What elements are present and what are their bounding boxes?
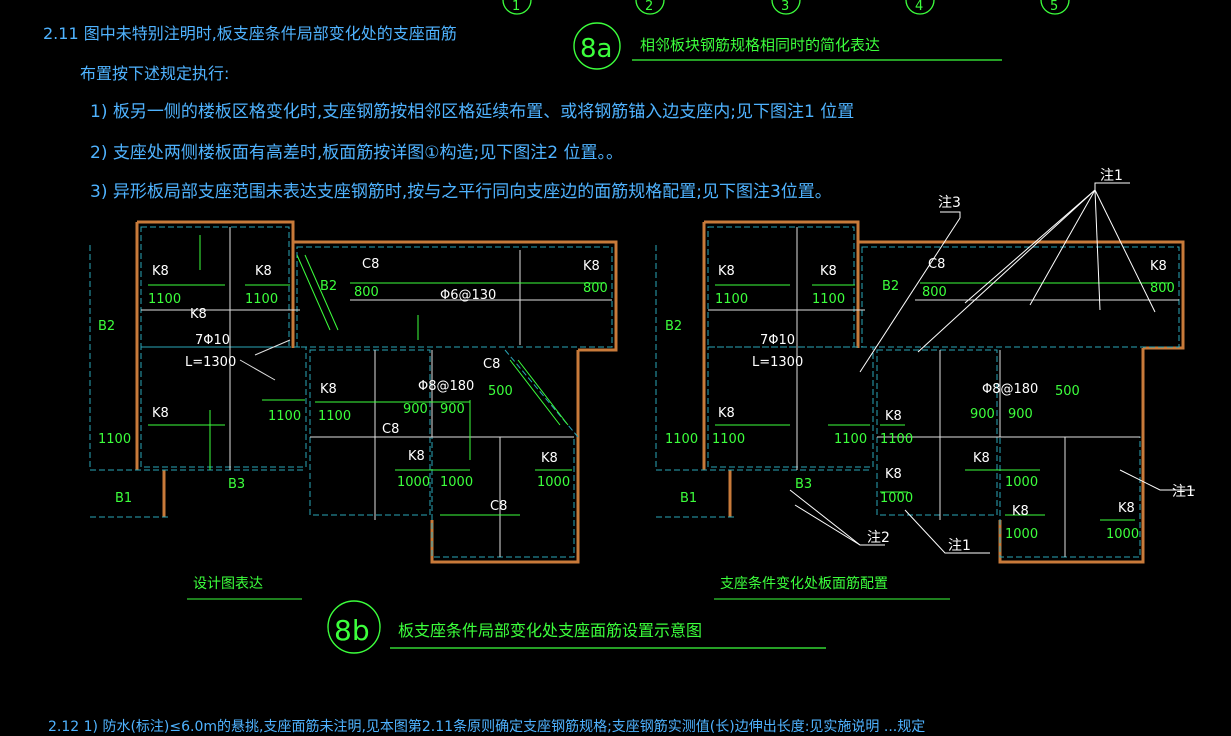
label-k8: K8 (1118, 501, 1135, 516)
label-k8: K8 (718, 406, 735, 421)
label-k8: K8 (583, 259, 600, 274)
label-k8: K8 (152, 406, 169, 421)
label-b2: B2 (320, 279, 337, 294)
label-k8: K8 (408, 449, 425, 464)
right-plan: K8 K8 K8 K8 K8 K8 K8 K8 K8 C8 Φ8@180 7Φ1… (655, 168, 1195, 600)
label-b2: B2 (882, 279, 899, 294)
label-1100: 1100 (268, 409, 301, 424)
label-b1: B1 (680, 491, 697, 506)
label-1000: 1000 (1106, 527, 1139, 542)
label-900: 900 (1008, 407, 1033, 422)
label-900: 900 (403, 402, 428, 417)
detail-caption-8b: 板支座条件局部变化处支座面筋设置示意图 (398, 621, 702, 640)
label-1100: 1100 (880, 432, 913, 447)
axis-label: 5 (1050, 0, 1058, 14)
left-plan: K8 K8 K8 K8 K8 K8 K8 K8 C8 C8 C8 C8 Φ6@1… (89, 220, 618, 600)
label-k8: K8 (718, 264, 735, 279)
note-heading2: 布置按下述规定执行: (80, 64, 230, 83)
note-heading: 2.11 图中未特别注明时,板支座条件局部变化处的支座面筋 (43, 24, 457, 43)
axis-label: 1 (512, 0, 520, 14)
label-k8: K8 (152, 264, 169, 279)
detail-label-8a: 8a (580, 34, 612, 64)
label-1100: 1100 (148, 292, 181, 307)
label-1100: 1100 (712, 432, 745, 447)
right-note-2: 注2 (867, 530, 890, 546)
label-rebar-180: Φ8@180 (982, 382, 1038, 397)
label-k8: K8 (190, 307, 207, 322)
detail-caption-8a: 相邻板块钢筋规格相同时的简化表达 (640, 36, 880, 54)
label-k8: K8 (973, 451, 990, 466)
label-c8: C8 (362, 257, 379, 272)
axis-label: 4 (915, 0, 923, 14)
label-b3: B3 (228, 477, 245, 492)
detail-circle-8a (573, 22, 621, 70)
label-1000: 1000 (537, 475, 570, 490)
note-item-1: 1) 板另一侧的楼板区格变化时,支座钢筋按相邻区格延续布置、或将钢筋锚入边支座内… (90, 102, 855, 122)
axis-label: 2 (645, 0, 653, 14)
label-b3: B3 (795, 477, 812, 492)
label-1100: 1100 (715, 292, 748, 307)
label-k8: K8 (1150, 259, 1167, 274)
right-note-1: 注1 (1172, 484, 1195, 500)
right-note-1: 注1 (948, 538, 971, 554)
label-1000: 1000 (397, 475, 430, 490)
left-plan-caption: 设计图表达 (193, 576, 263, 592)
label-1100: 1100 (665, 432, 698, 447)
label-1000: 1000 (880, 491, 913, 506)
label-b2: B2 (665, 319, 682, 334)
right-plan-caption: 支座条件变化处板面筋配置 (720, 575, 888, 592)
label-c8: C8 (490, 499, 507, 514)
note-item-2: 2) 支座处两侧楼板面有高差时,板面筋按详图①构造;见下图注2 位置。。 (90, 143, 623, 163)
label-1100: 1100 (812, 292, 845, 307)
label-rebar-130: Φ6@130 (440, 288, 496, 303)
label-b2: B2 (98, 319, 115, 334)
label-rebar-180: Φ8@180 (418, 379, 474, 394)
label-k8: K8 (885, 409, 902, 424)
label-900: 900 (440, 402, 465, 417)
label-1000: 1000 (440, 475, 473, 490)
label-500: 500 (1055, 384, 1080, 399)
label-k8: K8 (320, 382, 337, 397)
label-bar-count: 7Φ10 (760, 333, 795, 348)
detail-circle-8b (327, 600, 381, 654)
note-item-3: 3) 异形板局部支座范围未表达支座钢筋时,按与之平行同向支座边的面筋规格配置;见… (90, 182, 832, 202)
label-c8: C8 (483, 357, 500, 372)
label-k8: K8 (541, 451, 558, 466)
label-k8: K8 (820, 264, 837, 279)
label-c8: C8 (928, 257, 945, 272)
label-k8: K8 (885, 467, 902, 482)
right-note-1: 注1 (1100, 168, 1123, 184)
label-1000: 1000 (1005, 527, 1038, 542)
label-500: 500 (488, 384, 513, 399)
label-1100: 1100 (98, 432, 131, 447)
label-900: 900 (970, 407, 995, 422)
axis-bubbles (502, 0, 1070, 15)
label-bar-length: L=1300 (752, 355, 803, 370)
label-bar-count: 7Φ10 (195, 333, 230, 348)
label-800: 800 (1150, 281, 1175, 296)
detail-label-8b: 8b (334, 614, 370, 647)
label-c8: C8 (382, 422, 399, 437)
label-k8: K8 (1012, 504, 1029, 519)
label-1100: 1100 (245, 292, 278, 307)
right-note-3: 注3 (938, 195, 961, 211)
label-800: 800 (583, 281, 608, 296)
label-1100: 1100 (318, 409, 351, 424)
label-1100: 1100 (834, 432, 867, 447)
label-800: 800 (922, 285, 947, 300)
label-k8: K8 (255, 264, 272, 279)
axis-label: 3 (781, 0, 789, 14)
label-1000: 1000 (1005, 475, 1038, 490)
label-b1: B1 (115, 491, 132, 506)
label-bar-length: L=1300 (185, 355, 236, 370)
label-800: 800 (354, 285, 379, 300)
